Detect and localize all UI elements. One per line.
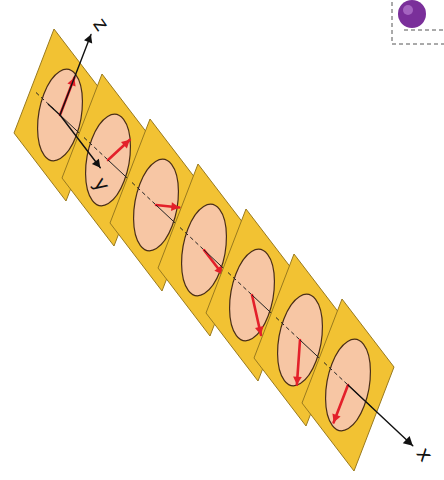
- corner-fragment: [392, 0, 444, 44]
- x-axis: [348, 385, 413, 446]
- y-axis: [60, 115, 100, 168]
- z-axis: [60, 34, 91, 115]
- x-axis-head: [403, 436, 413, 446]
- x-axis-dash: [276, 318, 300, 341]
- x-axis-dash: [84, 138, 108, 161]
- x-axis-dash: [132, 183, 156, 206]
- x-axis-dash: [228, 273, 252, 296]
- x-axis-dash: [180, 228, 204, 251]
- spin-arrow-head: [255, 326, 264, 335]
- y-axis-head: [92, 159, 100, 168]
- z-axis-head: [84, 34, 92, 43]
- spin-arrow-head: [332, 413, 340, 422]
- x-axis-dash: [36, 93, 60, 116]
- axis-label: z: [90, 14, 112, 34]
- spin-arrow: [204, 250, 223, 274]
- axes: [48, 34, 413, 445]
- spin-arrow-head: [293, 376, 302, 384]
- spin-planes: [14, 29, 394, 471]
- x-axis-tail: [48, 104, 60, 115]
- x-axis-dash: [324, 363, 348, 386]
- spin-arrow-head: [121, 140, 130, 149]
- axis-label: x: [413, 443, 436, 464]
- spin-arrow-head: [171, 202, 179, 211]
- spin-arrow: [108, 140, 130, 160]
